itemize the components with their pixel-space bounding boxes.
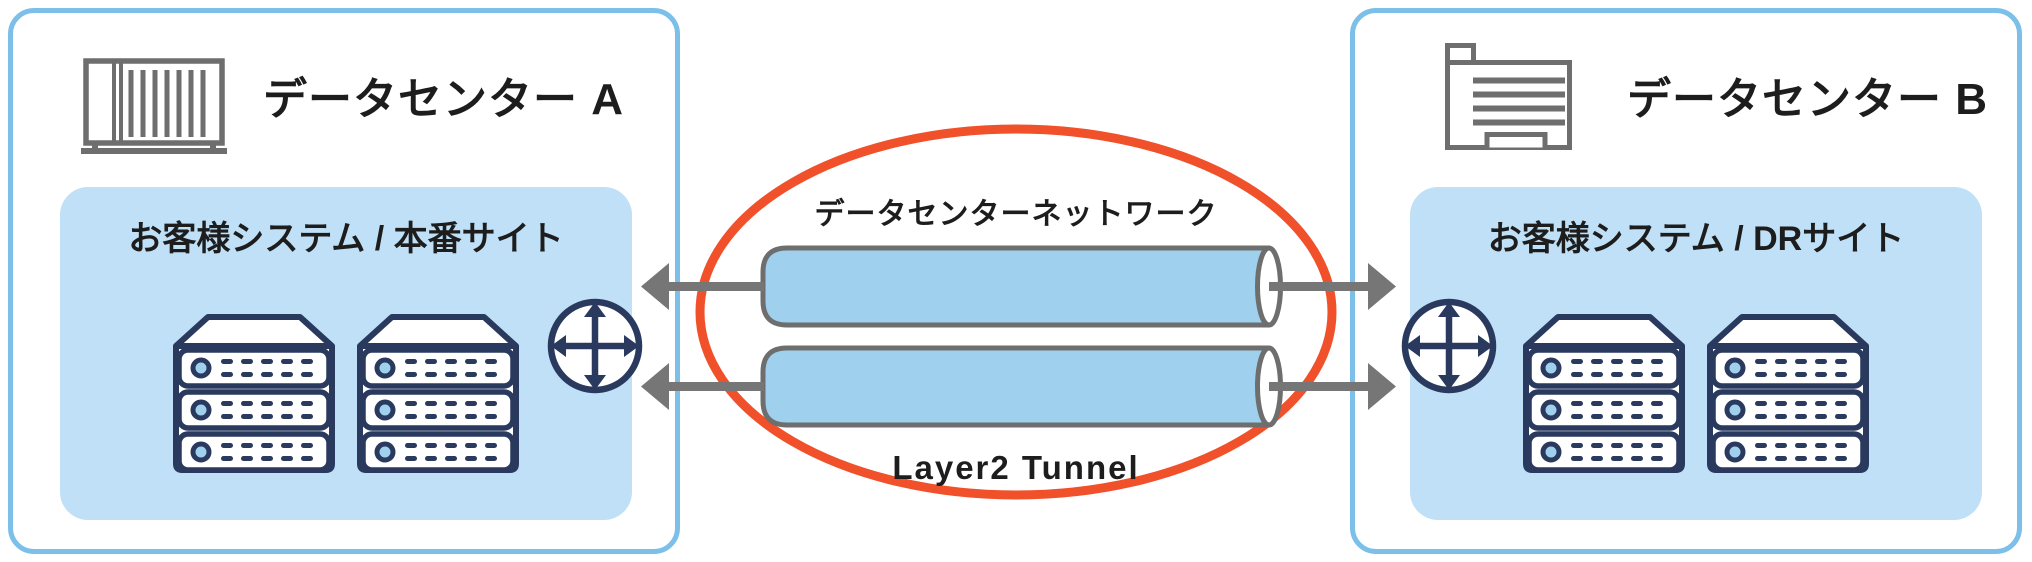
router-icon	[543, 294, 647, 398]
server-stack-icon	[169, 310, 339, 475]
datacenter-a-title: データセンター A	[263, 75, 624, 124]
system-box-a-label: お客様システム / 本番サイト	[128, 220, 564, 258]
tunnel-cylinder	[760, 345, 1283, 428]
tunnel-label: Layer2 Tunnel	[892, 449, 1140, 486]
system-box-a: お客様システム / 本番サイト	[60, 187, 632, 520]
server-stack-icon	[1703, 310, 1873, 475]
server-rack-icon	[79, 57, 229, 157]
network-label: データセンターネットワーク	[814, 198, 1218, 231]
datacenter-b-title: データセンター B	[1627, 75, 1988, 124]
office-building-icon	[1445, 43, 1573, 150]
network-ellipse	[695, 124, 1337, 500]
system-box-b: お客様システム / DRサイト	[1410, 187, 1982, 520]
tunnel-cylinder	[760, 245, 1283, 328]
datacenter-b-card: データセンター B お客様システム / DRサイト	[1350, 8, 2022, 554]
router-icon	[1397, 294, 1501, 398]
server-stack-icon	[353, 310, 523, 475]
datacenter-a-card: データセンター A お客様システム / 本番サイト	[8, 8, 680, 554]
server-stack-icon	[1519, 310, 1689, 475]
system-box-b-label: お客様システム / DRサイト	[1487, 220, 1905, 258]
